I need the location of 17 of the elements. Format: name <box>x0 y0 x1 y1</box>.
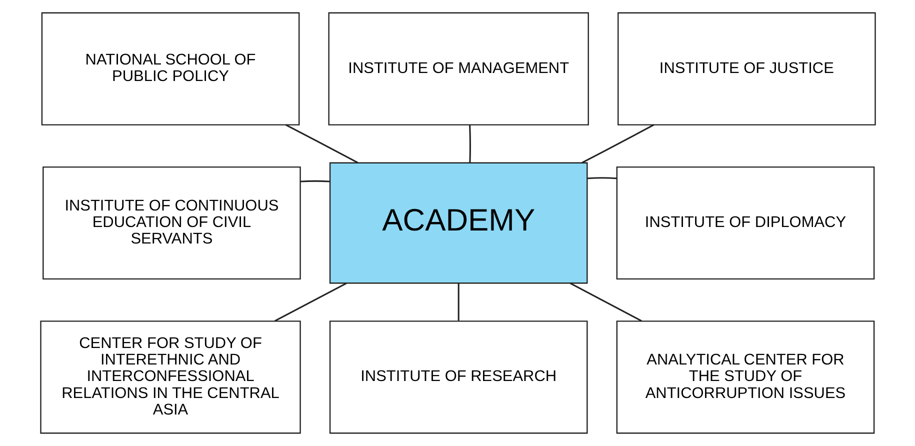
node-box: INSTITUTE OF MANAGEMENT <box>328 12 588 126</box>
connector <box>586 177 616 180</box>
connector <box>274 282 346 322</box>
connector <box>457 283 459 321</box>
connector <box>284 124 358 164</box>
node-box: INSTITUTE OF DIPLOMACY <box>616 166 874 280</box>
node-box: ANALYTICAL CENTER FOR THE STUDY OF ANTICORRUPTION ISSUES <box>616 320 874 434</box>
connector <box>569 282 642 322</box>
node-box: NATIONAL SCHOOL OF PUBLIC POLICY <box>40 12 300 126</box>
connector <box>468 124 470 162</box>
node-box: INSTITUTE OF RESEARCH <box>328 320 588 434</box>
node-box: INSTITUTE OF JUSTICE <box>617 12 876 126</box>
node-box: ACADEMY <box>328 162 588 284</box>
node-box: CENTER FOR STUDY OF INTERETHNIC AND INTERCONFESSIONAL RELATIONS IN THE CENTRAL ASIA <box>40 320 300 434</box>
node-box: INSTITUTE OF CONTINUOUS EDUCATION OF CIVIL SERVANTS <box>42 166 300 280</box>
connector <box>300 180 330 182</box>
connector <box>581 124 654 164</box>
